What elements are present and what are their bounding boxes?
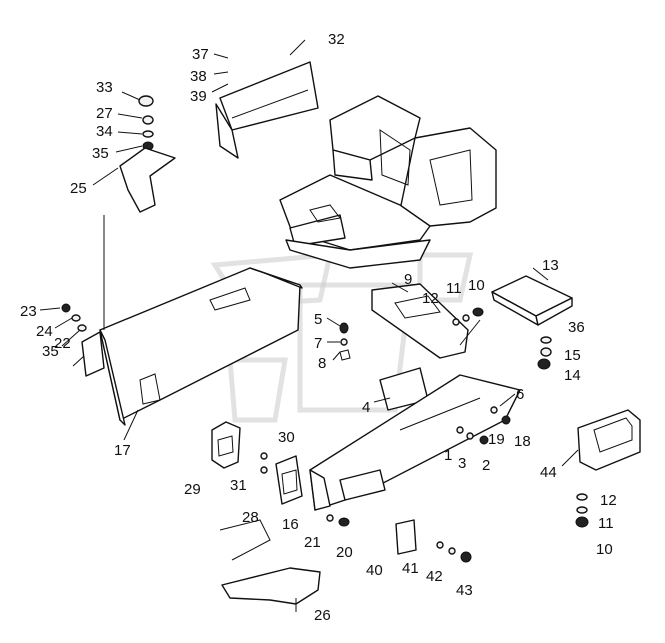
- callout-20: 20: [336, 544, 353, 561]
- part-28-bracket: [275, 455, 303, 505]
- callout-40: 40: [366, 562, 383, 579]
- fasteners-10-11-12-bottom: [575, 493, 589, 528]
- callout-38: 38: [190, 68, 207, 85]
- part-32-upper-cover: [215, 61, 319, 159]
- callout-5: 5: [314, 311, 322, 328]
- callout-11b: 11: [598, 515, 614, 532]
- part-26-plate: [221, 567, 321, 605]
- callout-31: 31: [230, 477, 247, 494]
- callout-17: 17: [114, 442, 131, 459]
- callout-43: 43: [456, 582, 473, 599]
- callout-4: 4: [362, 399, 370, 416]
- callout-39: 39: [190, 88, 207, 105]
- part-13-tray: [491, 275, 573, 326]
- callout-23: 23: [20, 303, 37, 320]
- callout-41: 41: [402, 560, 419, 577]
- callout-13: 13: [542, 257, 559, 274]
- callout-30: 30: [278, 429, 295, 446]
- callout-labels: 1 2 3 4 5 6 7 8 9 10 11 12 13 14 15 16 1…: [20, 31, 617, 624]
- callout-44: 44: [540, 464, 557, 481]
- part-40-plate: [395, 519, 417, 555]
- callout-19: 19: [488, 431, 505, 448]
- callout-36: 36: [568, 319, 585, 336]
- callout-35a: 35: [92, 145, 109, 162]
- callout-14: 14: [564, 367, 581, 384]
- fasteners-5-7-8: [339, 322, 351, 361]
- fasteners-1-2-3-18-19: [456, 406, 511, 445]
- callout-8: 8: [318, 355, 326, 372]
- fasteners-14-15-36: [537, 336, 552, 370]
- part-9-panel: [371, 283, 469, 359]
- callout-28: 28: [242, 509, 259, 526]
- callout-10b: 10: [596, 541, 613, 558]
- callout-35b: 35: [42, 343, 59, 360]
- fasteners-23-24-35: [61, 303, 87, 332]
- callout-6: 6: [516, 386, 524, 403]
- callout-11: 11: [446, 280, 462, 297]
- part-17-left-rail: [99, 267, 303, 426]
- callout-42: 42: [426, 568, 443, 585]
- callout-18: 18: [514, 433, 531, 450]
- leader-lines: [39, 39, 579, 612]
- fasteners-10-11-12-top: [452, 307, 484, 326]
- fasteners-41-42-43: [436, 541, 472, 563]
- part-25-bracket: [119, 147, 176, 213]
- cab-frame: [279, 95, 497, 269]
- callout-33: 33: [96, 79, 113, 96]
- part-29-bracket: [211, 421, 241, 469]
- callout-22: 22: [54, 335, 71, 352]
- part-22-plate: [81, 331, 105, 377]
- callout-37: 37: [192, 46, 209, 63]
- callout-29: 29: [184, 481, 201, 498]
- callout-32: 32: [328, 31, 345, 48]
- callout-7: 7: [314, 335, 322, 352]
- callout-27: 27: [96, 105, 113, 122]
- callout-1: 1: [444, 447, 452, 464]
- callout-34: 34: [96, 123, 113, 140]
- fasteners-20-21: [326, 514, 350, 527]
- callout-24: 24: [36, 323, 53, 340]
- callout-26: 26: [314, 607, 331, 624]
- callout-2: 2: [482, 457, 490, 474]
- callout-16: 16: [282, 516, 299, 533]
- callout-21: 21: [304, 534, 321, 551]
- fasteners-30-31: [260, 452, 268, 474]
- callout-10: 10: [468, 277, 485, 294]
- callout-12b: 12: [600, 492, 617, 509]
- part-44-box: [577, 409, 641, 471]
- callout-12: 12: [422, 290, 439, 307]
- callout-15: 15: [564, 347, 581, 364]
- fastener-stack-left: [138, 95, 154, 151]
- callout-3: 3: [458, 455, 466, 472]
- callout-25: 25: [70, 180, 87, 197]
- callout-9: 9: [404, 271, 412, 288]
